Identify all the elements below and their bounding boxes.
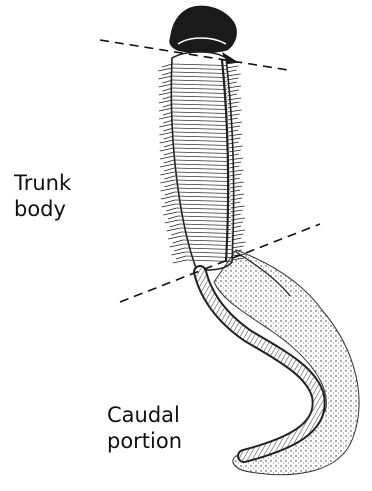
trunk-segment-group — [158, 52, 246, 270]
caudal-portion-label: Caudal portion — [107, 402, 182, 454]
trunk-label-line1: Trunk — [14, 170, 71, 196]
caudal-tail — [200, 250, 359, 475]
trunk-body-label: Trunk body — [14, 170, 71, 222]
trunk-label-line2: body — [14, 196, 71, 222]
caudal-label-line2: portion — [107, 428, 182, 454]
caudal-label-line1: Caudal — [107, 402, 182, 428]
